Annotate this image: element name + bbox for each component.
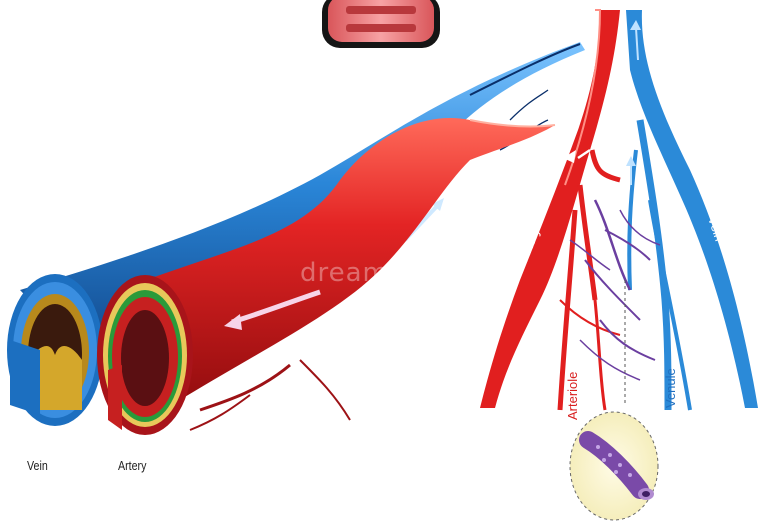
mug-icon bbox=[322, 0, 440, 48]
vein-cross-section bbox=[7, 274, 103, 426]
watermark: dreamstime. bbox=[300, 258, 475, 288]
vein-label: Vein bbox=[27, 458, 48, 473]
venule-label: Venule bbox=[663, 368, 678, 408]
artery-cross-section bbox=[97, 275, 193, 435]
capillary-detail-icon bbox=[570, 412, 658, 520]
artery-label: Artery bbox=[118, 458, 146, 473]
arteriole-label: Arteriole bbox=[565, 372, 580, 420]
vein-branch bbox=[626, 10, 758, 410]
